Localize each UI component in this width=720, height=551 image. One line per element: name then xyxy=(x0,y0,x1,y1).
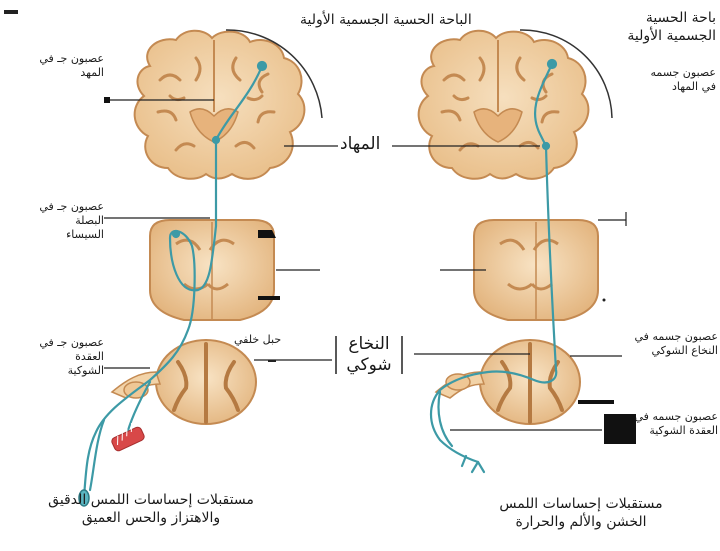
mark-2 xyxy=(258,296,280,300)
left-medulla xyxy=(150,220,274,320)
spinal-cord-label: النخاع شوكي xyxy=(338,334,400,377)
left-thalamus-neuron-label: عصبون جـ في المهد xyxy=(38,52,104,80)
right-spinal-neuron-label: عصبون جسمه في النخاع الشوكي xyxy=(624,330,718,358)
right-brain xyxy=(419,31,589,179)
left-ganglion-neuron-label: عصبون جـ في العقدة الشوكية xyxy=(38,336,104,377)
right-medulla xyxy=(474,220,598,320)
mark-3 xyxy=(578,400,614,404)
mark-5 xyxy=(104,97,110,103)
thalamus-label: المهاد xyxy=(340,134,380,155)
left-medulla-neuron-label: عصبون جـ في البصلة السيساء xyxy=(38,200,104,241)
right-spinal-cord xyxy=(436,340,580,424)
corner-mark xyxy=(4,10,18,14)
left-receptors-caption: مستقبلات إحساسات اللمس الدقيق والاهتزاز … xyxy=(36,492,266,527)
left-brain xyxy=(135,31,305,179)
left-spinal-cord xyxy=(112,340,256,424)
right-ganglion-neuron-label: عصبون جسمه في العقدة الشوكية xyxy=(624,410,718,438)
posterior-column-label: حبل خلفي xyxy=(234,333,281,347)
right-cortex-label: باحة الحسية الجسمية الأولية xyxy=(616,10,716,45)
right-receptors-caption: مستقبلات إحساسات اللمس الخشن والألم والح… xyxy=(486,496,676,531)
left-cortex-label: الباحة الحسية الجسمية الأولية xyxy=(300,12,472,30)
right-thalamus-neuron-label: عصبون جسمه في المهاد xyxy=(638,66,716,94)
